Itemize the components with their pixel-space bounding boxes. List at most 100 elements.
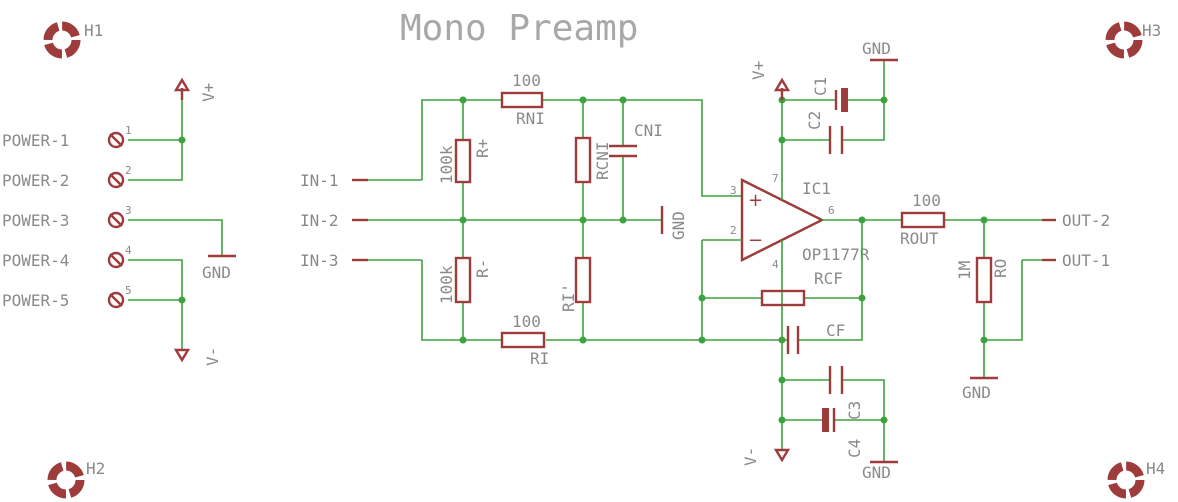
- vminus-opamp: V-: [741, 447, 791, 466]
- gnd-symbol-top: GND: [862, 39, 898, 62]
- resistor-value: 1M: [955, 261, 974, 280]
- hole-label-h2: H2: [86, 459, 105, 478]
- opamp-pin-7: 7: [772, 172, 779, 185]
- resistor-ri: 100 RI: [500, 312, 549, 368]
- capacitor-c3: C3: [828, 366, 864, 420]
- mounting-hole-h1: H1: [43, 21, 103, 59]
- schematic-title: Mono Preamp: [400, 8, 638, 49]
- opamp-pin-4: 4: [772, 258, 779, 271]
- resistor-name: ROUT: [900, 229, 939, 248]
- terminal-power-2: POWER-2 2: [2, 164, 132, 190]
- input-in-1: IN-1: [300, 171, 422, 190]
- resistor-name: RNI: [516, 109, 545, 128]
- capacitor-name: CF: [826, 321, 845, 340]
- capacitor-name: C3: [845, 401, 864, 420]
- terminal-label: POWER-4: [2, 251, 69, 270]
- resistor-rout: 100 ROUT: [900, 191, 946, 248]
- resistor-value: 100k: [437, 265, 456, 304]
- terminal-pin: 5: [125, 284, 132, 297]
- opamp-part: OP1177R: [802, 245, 870, 264]
- resistor-name: RCF: [814, 269, 843, 288]
- vminus-arrow-icon: [173, 348, 191, 363]
- opamp-pin-3: 3: [730, 184, 737, 197]
- opamp-ic1: + − IC1 OP1177R 3 2 7 4 6: [730, 172, 870, 271]
- capacitor-c1: C1: [811, 77, 848, 112]
- resistor-ro: 1M RO: [955, 256, 1010, 304]
- gnd-symbol-output: GND: [962, 376, 998, 402]
- hole-label-h3: H3: [1142, 21, 1161, 40]
- vminus-arrow-icon-2: [773, 448, 791, 463]
- gnd-label-power: GND: [202, 263, 231, 282]
- resistor-value: 100: [512, 71, 541, 90]
- resistor-rplus: 100k R+: [437, 139, 492, 184]
- input-label: IN-1: [300, 171, 339, 190]
- opamp-minus-sign: −: [748, 230, 763, 251]
- resistor-name: R-: [473, 259, 492, 278]
- hole-label-h1: H1: [84, 21, 103, 40]
- resistor-rni: 100 RNI: [500, 71, 545, 128]
- terminal-pin: 2: [125, 164, 132, 177]
- output-label: OUT-2: [1062, 211, 1110, 230]
- capacitor-c4: C4: [822, 408, 864, 458]
- resistor-rminus: 100k R-: [437, 256, 492, 304]
- terminal-label: POWER-3: [2, 211, 69, 230]
- terminal-pin: 4: [125, 244, 132, 257]
- resistor-name: R+: [473, 139, 492, 158]
- gnd-symbol-bottom: GND: [862, 460, 898, 482]
- capacitor-cf: CF: [786, 321, 845, 354]
- resistor-name: RI: [530, 349, 549, 368]
- gnd-label-bottom: GND: [862, 463, 891, 482]
- input-in-2: IN-2: [300, 211, 368, 230]
- gnd-label-top: GND: [862, 39, 891, 58]
- opamp-plus-sign: +: [748, 190, 763, 211]
- vplus-label-opamp: V+: [749, 61, 768, 80]
- mounting-hole-h3: H3: [1105, 21, 1161, 59]
- terminal-power-1: POWER-1 1: [2, 124, 132, 150]
- input-in-3: IN-3: [300, 251, 422, 270]
- resistor-value: 100k: [437, 145, 456, 184]
- input-label: IN-3: [300, 251, 339, 270]
- output-label: OUT-1: [1062, 251, 1110, 270]
- terminal-pin: 3: [125, 204, 132, 217]
- gnd-symbol-input: GND: [660, 206, 688, 240]
- gnd-label-output: GND: [962, 383, 991, 402]
- capacitor-name: C1: [811, 77, 830, 96]
- input-label: IN-2: [300, 211, 339, 230]
- opamp-pin-2: 2: [730, 224, 737, 237]
- terminal-label: POWER-5: [2, 291, 69, 310]
- resistor-value: 100: [912, 191, 941, 210]
- capacitor-name: CNI: [634, 121, 663, 140]
- mounting-hole-h2: H2: [47, 459, 105, 499]
- resistor-name: RI': [559, 283, 578, 312]
- terminal-power-5: POWER-5 5: [2, 284, 132, 310]
- output-out-1: OUT-1: [1042, 251, 1110, 270]
- resistor-rcf: RCF: [760, 269, 843, 307]
- terminal-label: POWER-2: [2, 171, 69, 190]
- gnd-label-input: GND: [669, 211, 688, 240]
- vminus-label-opamp: V-: [741, 447, 760, 466]
- capacitor-cni: CNI: [609, 121, 663, 158]
- opamp-name: IC1: [802, 179, 831, 198]
- resistor-value: 100: [512, 312, 541, 331]
- resistor-ri-prime: RI': [559, 256, 592, 312]
- resistor-rcni: RCNI: [574, 136, 612, 184]
- opamp-pin-6: 6: [828, 204, 835, 217]
- vplus-label-left: V+: [199, 83, 218, 102]
- terminal-power-4: POWER-4 4: [2, 244, 132, 270]
- vplus-arrow-icon-2: [773, 77, 791, 100]
- capacitor-name: C2: [805, 111, 824, 130]
- power-connector: V+ V- GND POWER-1 1 POWER-2 2 POWER-3 3 …: [2, 77, 236, 366]
- opamp-wiring: [698, 60, 1042, 462]
- resistor-name: RCNI: [593, 141, 612, 180]
- terminal-pin: 1: [125, 124, 132, 137]
- output-out-2: OUT-2: [1042, 211, 1110, 230]
- vplus-arrow-icon: [173, 77, 191, 100]
- terminal-label: POWER-1: [2, 131, 69, 150]
- hole-label-h4: H4: [1146, 459, 1165, 478]
- capacitor-name: C4: [845, 439, 864, 458]
- capacitor-c2: C2: [805, 111, 844, 154]
- mounting-hole-h4: H4: [1107, 459, 1165, 499]
- vplus-opamp: V+: [749, 61, 791, 100]
- resistor-name: RO: [991, 259, 1010, 278]
